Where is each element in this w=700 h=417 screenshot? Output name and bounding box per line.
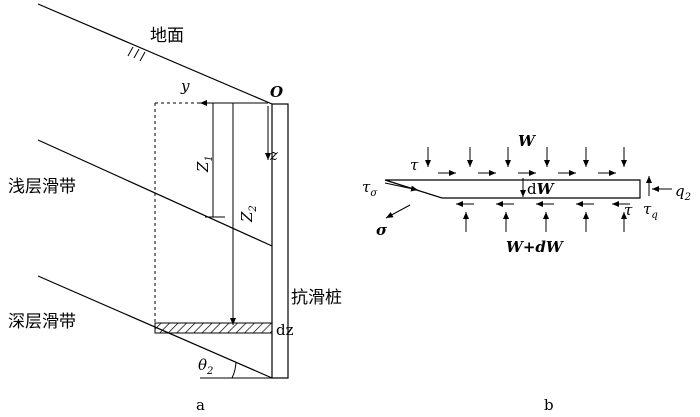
- tau-bottom-label: τ: [624, 201, 633, 219]
- soil-slice-dz: [154, 322, 273, 334]
- tau-sigma-label: τσ: [362, 178, 378, 199]
- figure-b: W τ dW τσ σ: [362, 132, 691, 414]
- theta-angle-arc: [231, 361, 237, 379]
- tau-sigma-arrow: [384, 182, 419, 192]
- z-axis-label: z: [269, 146, 278, 164]
- anti-slide-pile: [271, 103, 289, 379]
- shallow-band-label: 浅层滑带: [8, 177, 76, 197]
- figure-a: 地面 O y 抗滑桩 z Z1 Z2 浅层滑带 深层滑带 dz: [8, 3, 342, 414]
- w-dw-label: W+dW: [506, 238, 565, 256]
- dw-label: dW: [527, 180, 556, 198]
- caption-a: a: [196, 396, 205, 414]
- dz-label: dz: [276, 321, 294, 339]
- q2-label: q2: [675, 182, 691, 203]
- slice-body: [384, 179, 641, 199]
- sigma-arrow: [385, 204, 411, 219]
- tau-q-label: τq: [643, 200, 658, 221]
- tau-top-label: τ: [410, 156, 419, 174]
- shallow-sliding-band-line: [37, 139, 273, 247]
- ground-line: [37, 3, 273, 105]
- w-top-label: W: [518, 132, 537, 150]
- w-dw-reaction-arrows: [463, 212, 627, 232]
- sigma-label: σ: [376, 221, 388, 239]
- y-axis-label: y: [180, 77, 190, 95]
- ground-hatch: [127, 46, 146, 62]
- ground-label: 地面: [150, 26, 184, 46]
- origin-label: O: [270, 83, 283, 101]
- theta-label: θ2: [198, 356, 213, 377]
- caption-b: b: [544, 396, 554, 414]
- z1-label: Z1: [194, 155, 215, 173]
- pile-label: 抗滑桩: [291, 288, 342, 308]
- w-load-arrows: [425, 147, 627, 167]
- deep-band-label: 深层滑带: [8, 312, 76, 332]
- z2-label: Z2: [238, 205, 259, 223]
